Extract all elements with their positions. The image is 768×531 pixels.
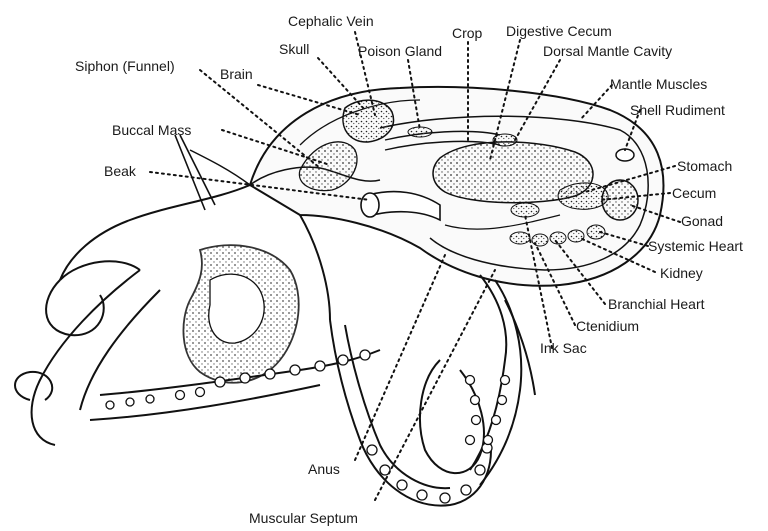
label-kidney: Kidney — [660, 265, 703, 281]
label-crop: Crop — [452, 25, 482, 41]
poison-gland-shape — [408, 127, 432, 137]
label-skull: Skull — [279, 41, 309, 57]
label-siphon: Siphon (Funnel) — [75, 58, 175, 74]
label-digestive-cecum: Digestive Cecum — [506, 23, 612, 39]
label-ctenidium: Ctenidium — [576, 318, 639, 334]
label-shell-rudiment: Shell Rudiment — [630, 102, 725, 118]
label-cecum: Cecum — [672, 185, 716, 201]
arm-left — [32, 270, 140, 445]
label-branchial-heart: Branchial Heart — [608, 296, 705, 312]
brain-shape — [343, 100, 394, 142]
label-dorsal-mantle-cavity: Dorsal Mantle Cavity — [543, 43, 672, 59]
label-anus: Anus — [308, 461, 340, 477]
label-mantle-muscles: Mantle Muscles — [610, 76, 707, 92]
label-buccal-mass: Buccal Mass — [112, 122, 191, 138]
label-ink-sac: Ink Sac — [540, 340, 587, 356]
label-muscular-septum: Muscular Septum — [249, 510, 358, 526]
label-stomach: Stomach — [677, 158, 732, 174]
label-beak: Beak — [104, 163, 136, 179]
label-gonad: Gonad — [681, 213, 723, 229]
label-poison-gland: Poison Gland — [358, 43, 442, 59]
gonad-shape — [602, 180, 638, 220]
label-cephalic-vein: Cephalic Vein — [288, 13, 374, 29]
label-brain: Brain — [220, 66, 253, 82]
label-systemic-heart: Systemic Heart — [648, 238, 743, 254]
